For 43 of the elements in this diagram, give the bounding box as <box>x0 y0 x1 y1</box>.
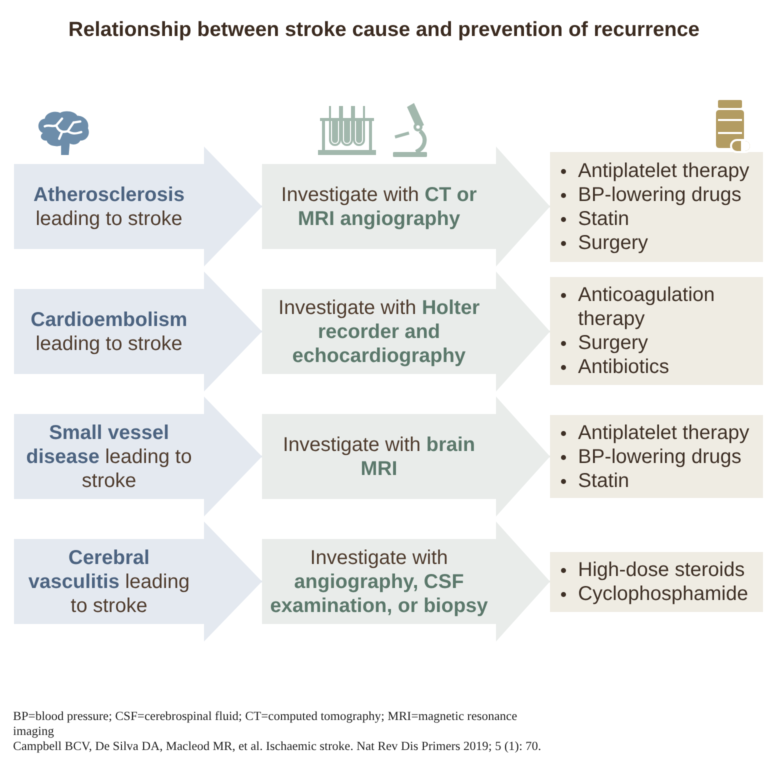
box-text: Investigate with angiography, CSF examination, or biopsy <box>269 546 489 618</box>
box-text: Atherosclerosis leading to stroke <box>32 182 186 230</box>
box-text: Investigate with CT or MRI angiography <box>280 182 478 230</box>
process-box <box>262 414 496 499</box>
title: Relationship between stroke cause and prevention of recurrence <box>68 17 700 43</box>
citation: Campbell BCV, De Silva DA, Macleod MR, et al. Ischaemic stroke. Nat Rev Dis Primers 2019; 5 (1): 70. <box>13 739 542 754</box>
arrow <box>204 146 262 266</box>
list-item: Antibiotics <box>556 355 756 379</box>
list-item: BP-lowering drugs <box>556 444 756 468</box>
list-item: Antiplatelet therapy <box>556 159 756 183</box>
box-text: Cardioembolism leading to stroke <box>30 308 188 356</box>
process-box <box>14 289 204 374</box>
arrow <box>496 396 550 516</box>
list-item: Antiplatelet therapy <box>556 420 756 444</box>
process-box <box>262 539 496 624</box>
box-text: Investigate with brain MRI <box>282 432 476 480</box>
list-item: Surgery <box>556 331 756 355</box>
list-item: Statin <box>556 207 756 231</box>
arrow <box>496 146 550 266</box>
list-item: Anticoagulation therapy <box>556 283 756 331</box>
arrow <box>204 522 262 642</box>
list-item: Cyclophosphamide <box>556 582 756 606</box>
arrow <box>496 272 550 392</box>
list-box <box>550 415 763 498</box>
process-box <box>262 164 496 249</box>
box-text: Cerebral vasculitis leading to stroke <box>27 546 191 618</box>
process-box <box>262 289 496 374</box>
list-box <box>550 152 763 262</box>
process-box <box>14 414 204 499</box>
arrow <box>496 522 550 642</box>
list-item: Statin <box>556 468 756 492</box>
list-item: Surgery <box>556 231 756 255</box>
list-item: BP-lowering drugs <box>556 183 756 207</box>
arrow <box>204 396 262 516</box>
list-box <box>550 277 763 385</box>
footnote: BP=blood pressure; CSF=cerebrospinal fluid; CT=computed tomography; MRI=magnetic resonance imaging <box>13 709 518 738</box>
arrow <box>204 272 262 392</box>
box-text: Small vessel disease leading to stroke <box>25 420 193 492</box>
process-box <box>14 164 204 249</box>
list-box <box>550 552 763 612</box>
box-text: Investigate with Holter recorder and echocardiography <box>277 296 481 368</box>
list-item: High-dose steroids <box>556 558 756 582</box>
process-box <box>14 539 204 624</box>
